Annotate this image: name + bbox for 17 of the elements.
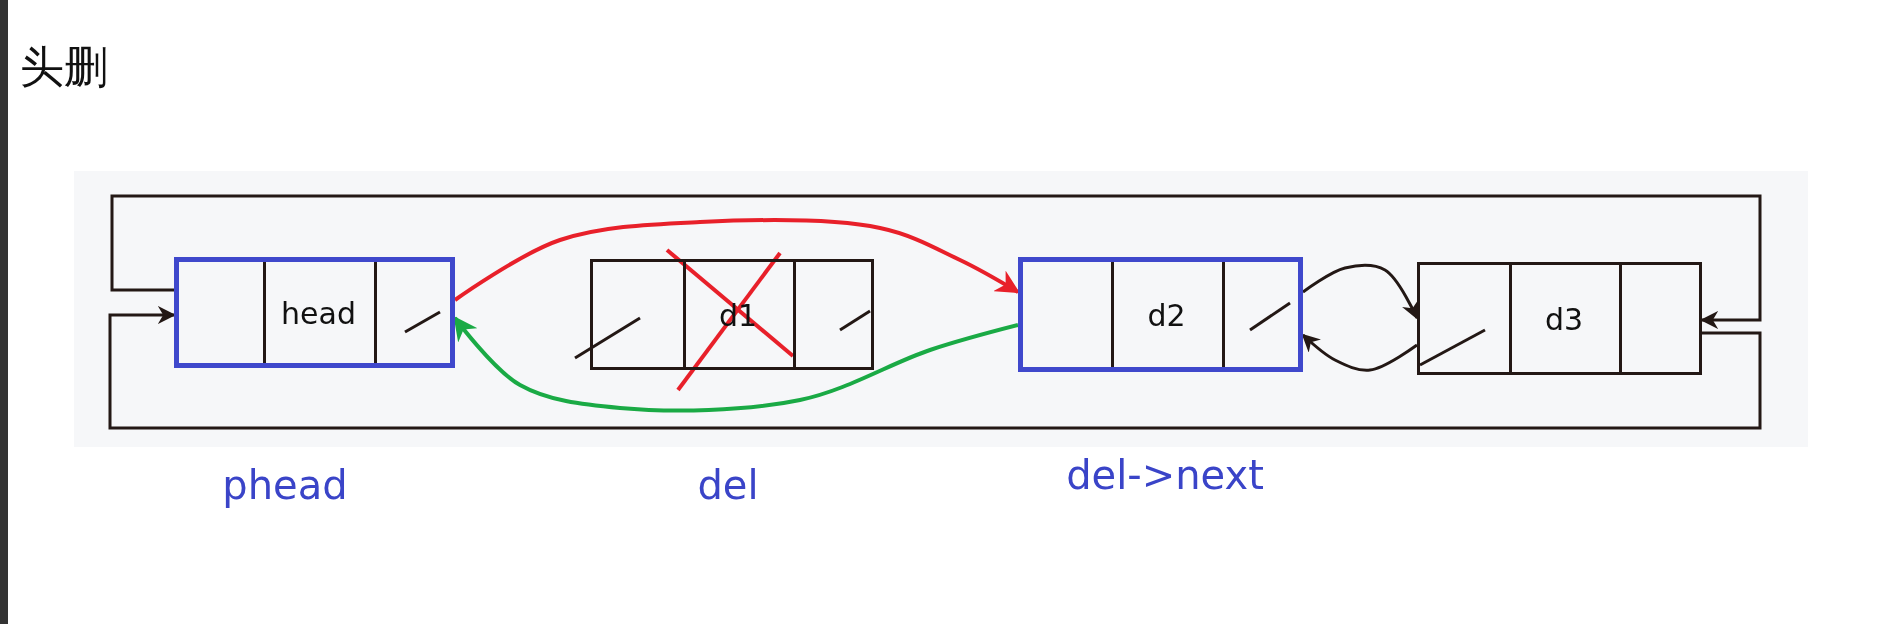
- list-node: [590, 259, 874, 370]
- node-label: d2: [1147, 297, 1186, 332]
- arrow: [453, 316, 1019, 413]
- arrow: [110, 194, 1762, 329]
- pointer-name-label: del: [697, 462, 759, 508]
- title: 头删: [20, 40, 108, 94]
- pointer-name-label: del->next: [1066, 452, 1264, 498]
- pointer-name-label: phead: [222, 462, 348, 508]
- highlighted-list-node: [174, 257, 455, 368]
- arrow: [108, 306, 1762, 430]
- highlighted-list-node: [1018, 257, 1303, 372]
- node-label: head: [281, 295, 356, 330]
- node-label: d3: [1544, 301, 1584, 336]
- arrow: [1302, 263, 1419, 320]
- arrow: [453, 218, 1021, 302]
- arrow: [1301, 333, 1418, 372]
- list-node: [1417, 262, 1702, 375]
